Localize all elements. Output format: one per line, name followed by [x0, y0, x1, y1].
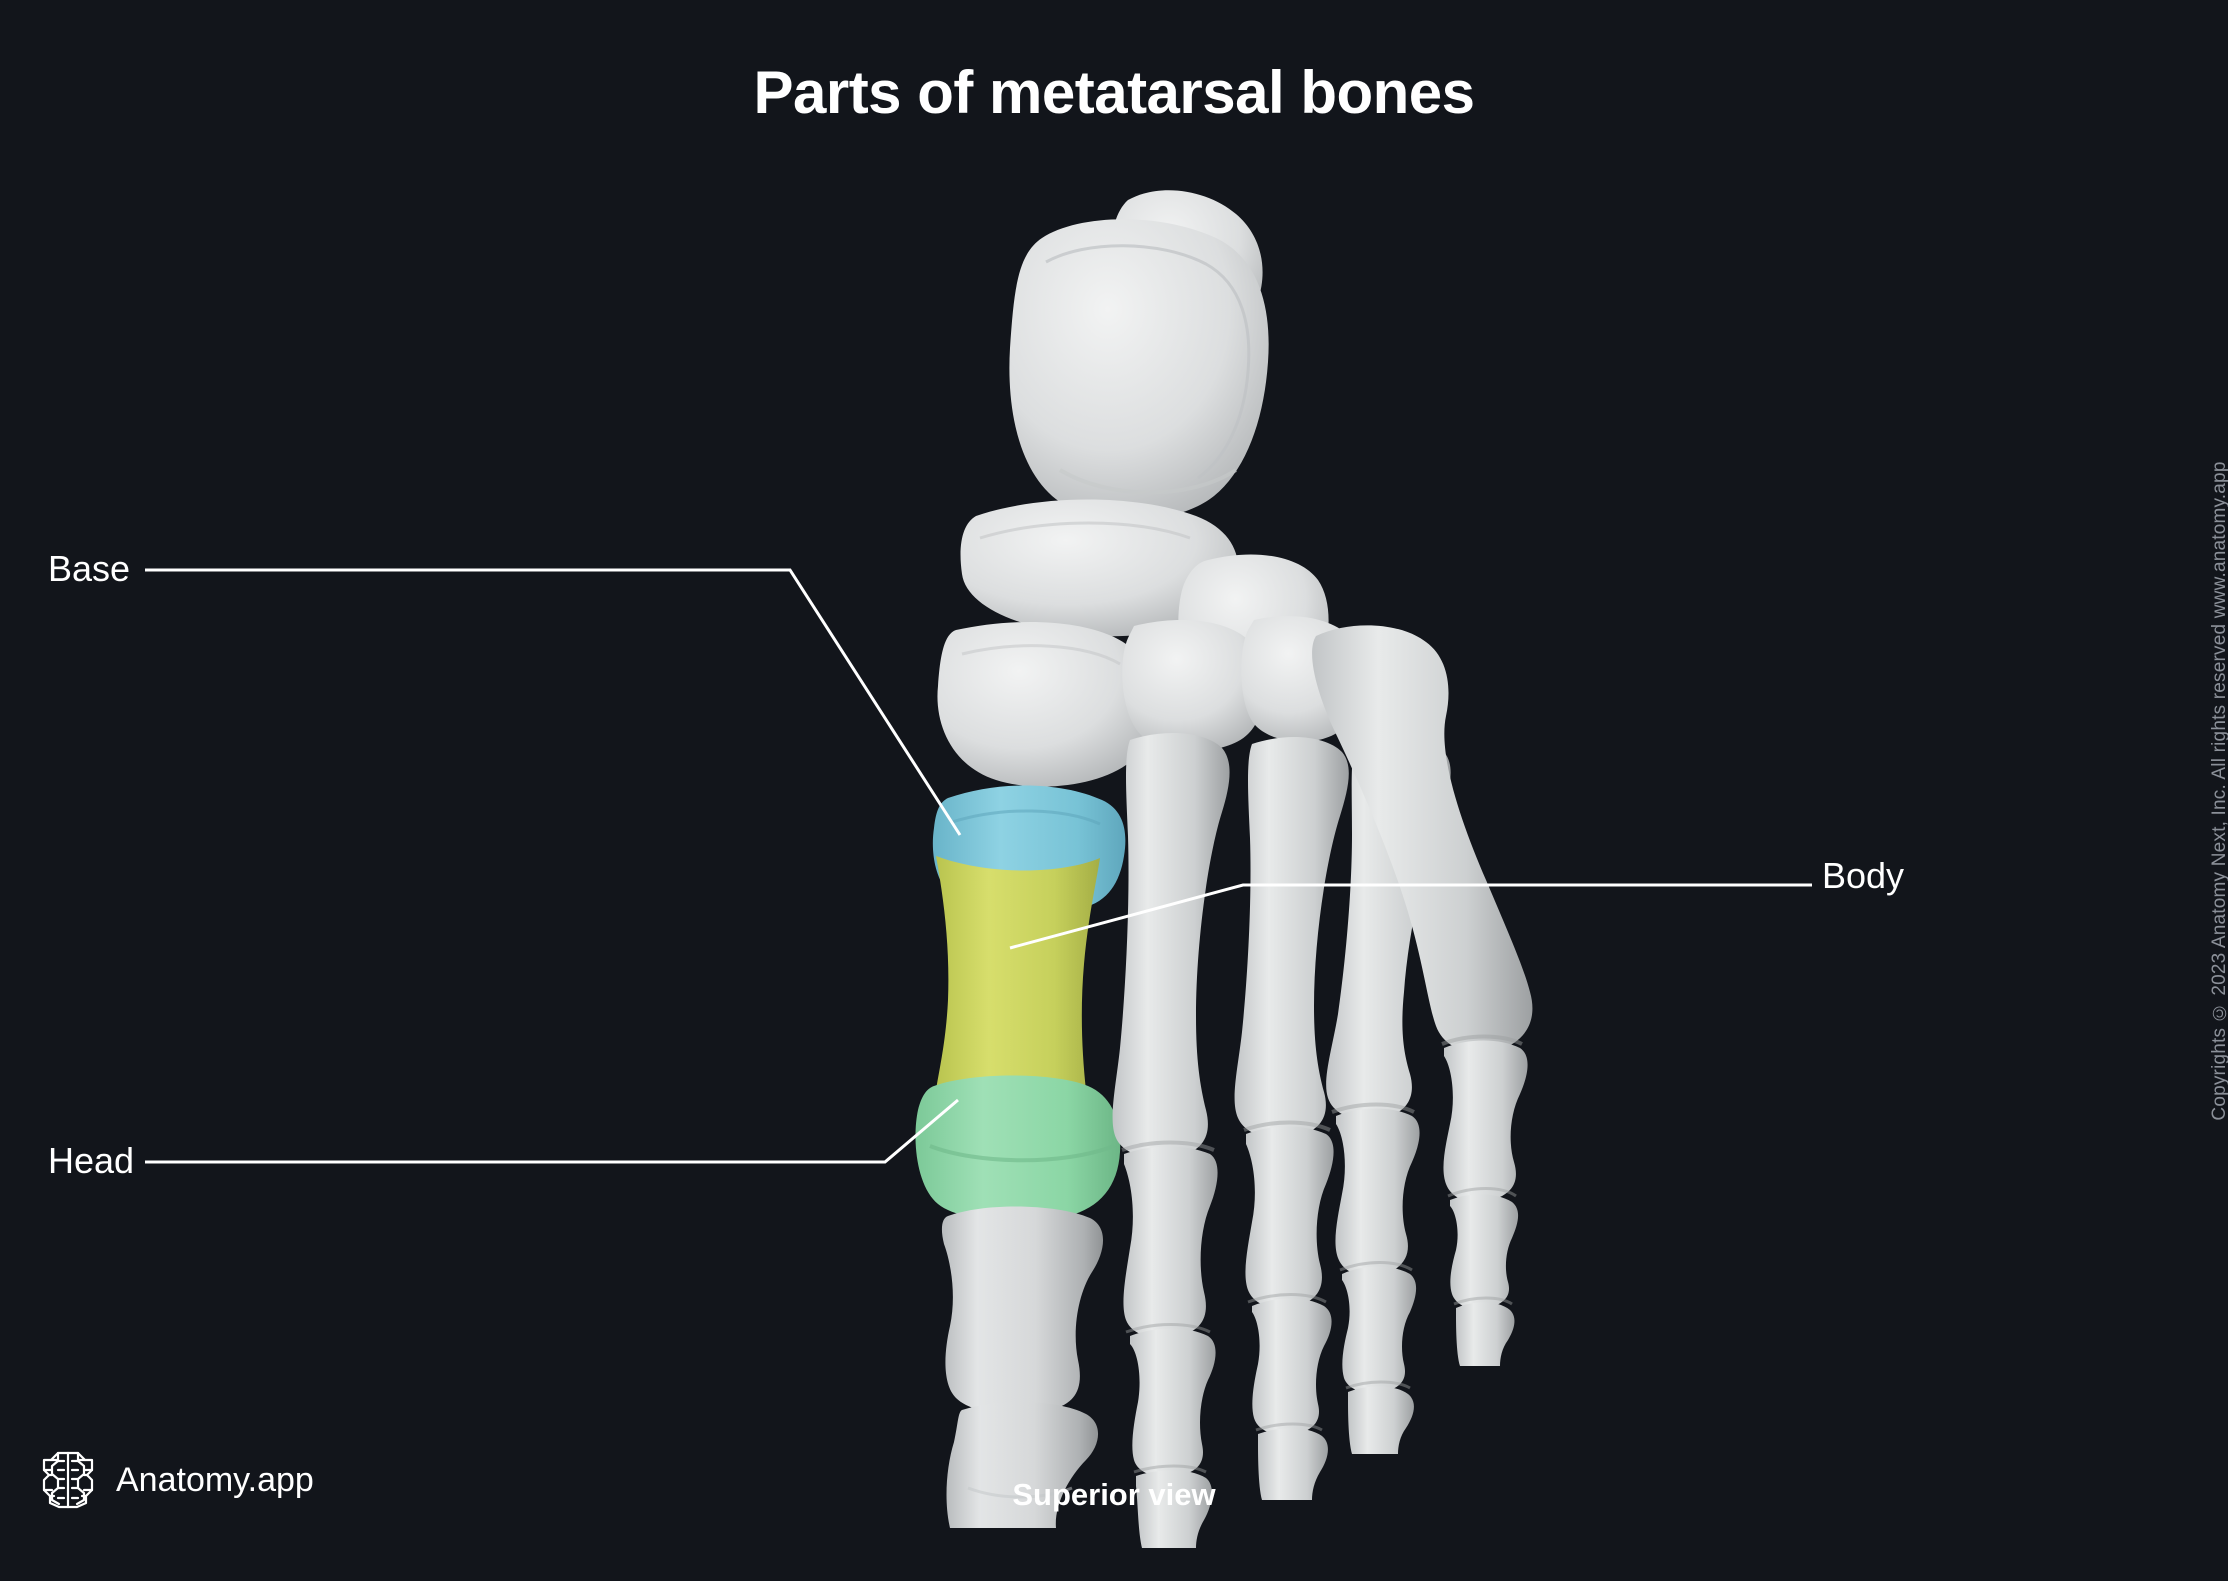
brain-icon	[42, 1451, 94, 1509]
label-body: Body	[1822, 855, 1905, 896]
hallux-phalanges	[941, 1206, 1104, 1528]
copyright-notice: Copyrights © 2023 Anatomy Next, Inc. All…	[2209, 460, 2228, 1121]
third-ray	[1234, 737, 1349, 1500]
brand-name: Anatomy.app	[116, 1460, 314, 1499]
view-caption: Superior view	[1012, 1477, 1216, 1512]
page-title: Parts of metatarsal bones	[753, 59, 1475, 126]
brand-logo[interactable]: Anatomy.app	[40, 1448, 314, 1512]
joint-shading	[1121, 1034, 1523, 1474]
metatarsal-head-region	[915, 1075, 1121, 1222]
tarsal-bones	[937, 190, 1366, 787]
label-head: Head	[48, 1140, 135, 1181]
label-base: Base	[48, 548, 131, 589]
metatarsal-body-region	[936, 856, 1100, 1090]
